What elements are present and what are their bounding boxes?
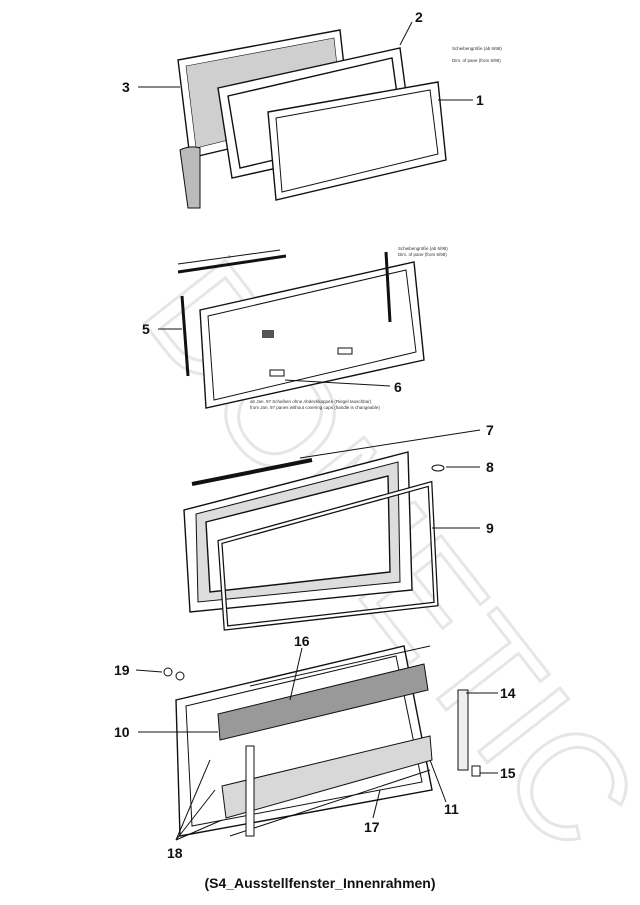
label-1: 1: [476, 92, 484, 108]
svg-text:Dim. of pane (from 6/98): Dim. of pane (from 6/98): [452, 58, 501, 63]
label-16: 16: [294, 633, 310, 649]
svg-text:from Jan. 97 panes without cov: from Jan. 97 panes without covering caps…: [250, 405, 380, 410]
label-7: 7: [486, 422, 494, 438]
part-labels: 1 2 3 5 6 7 8 9 10 11 14 15 16 17 18 19: [114, 9, 516, 861]
blind-roller: [221, 735, 433, 819]
label-6: 6: [394, 379, 402, 395]
label-5: 5: [142, 321, 150, 337]
label-19: 19: [114, 662, 130, 678]
leader-lines: [135, 21, 498, 841]
flyscreen-roller: [217, 663, 429, 741]
label-3: 3: [122, 79, 130, 95]
window-pane-2: [199, 261, 425, 409]
group-top-frames: [177, 29, 447, 209]
label-18: 18: [167, 845, 183, 861]
label-9: 9: [486, 520, 494, 536]
label-11: 11: [444, 801, 459, 817]
diagram-caption: (S4_Ausstellfenster_Innenrahmen): [204, 875, 435, 891]
label-15: 15: [500, 765, 516, 781]
group-inner-frame-blinds: [163, 645, 481, 837]
label-2: 2: [415, 9, 423, 25]
svg-text:Scheibengröße (ab 6/98): Scheibengröße (ab 6/98): [452, 46, 502, 51]
label-10: 10: [114, 724, 130, 740]
svg-text:Dim. of pane (from 6/98): Dim. of pane (from 6/98): [398, 252, 447, 257]
svg-text:ab Jan. 97 Scheiben ohne Abdec: ab Jan. 97 Scheiben ohne Abdeckkappen (R…: [250, 399, 372, 404]
label-14: 14: [500, 685, 516, 701]
group-pane-stays: [177, 249, 425, 409]
group-frame-seals: [183, 451, 445, 631]
svg-text:a: a: [228, 254, 231, 259]
label-17: 17: [364, 819, 380, 835]
label-8: 8: [486, 459, 494, 475]
svg-text:Scheibengröße (ab 6/98): Scheibengröße (ab 6/98): [398, 246, 448, 251]
